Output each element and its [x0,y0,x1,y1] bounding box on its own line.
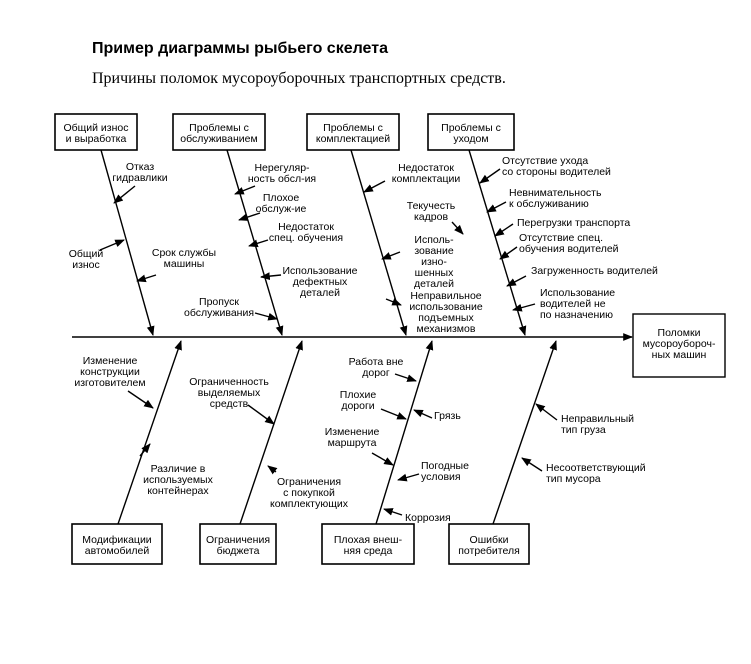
cause-arrow-19 [127,390,154,409]
cause-arrow-16 [499,246,518,260]
cause-arrow-26 [371,452,394,466]
cause-arrow-2 [99,239,125,251]
category-box-c8 [448,523,530,565]
cause-arrow-14 [486,201,507,213]
cause-label-15: Перегрузки транспорта [517,217,630,229]
cause-label-16: Отсутствие спец.обучения водителей [519,232,619,255]
cause-arrow-29 [535,403,558,421]
cause-arrow-4 [234,185,256,195]
category-box-c2 [172,113,266,151]
cause-label-4: Нерегуляр-ность обсл-ия [248,162,316,185]
cause-label-25: Грязь [434,410,461,422]
cause-arrow-13 [479,168,501,184]
category-box-c5 [71,523,163,565]
cause-arrow-25 [413,409,433,419]
category-box-c1 [54,113,138,151]
category-box-c6 [199,523,277,565]
effect-box [632,313,726,378]
cause-arrow-5 [238,212,261,221]
page-title: Пример диаграммы рыбьего скелета [92,40,388,57]
main-bone-c1 [100,149,155,336]
category-label-c7: Плохая внеш-няя среда [334,534,403,557]
cause-arrow-1 [113,185,136,204]
cause-arrow-17 [506,275,527,287]
cause-arrow-27 [397,473,420,482]
page-subtitle: Причины поломок мусороуборочных транспор… [92,70,506,87]
cause-arrow-30 [521,457,543,472]
category-box-c7 [321,523,415,565]
bones-layer [72,149,633,525]
cause-arrow-23 [394,373,417,382]
main-bone-c6 [239,340,303,525]
cause-arrow-12 [385,298,402,306]
main-bone-c8 [492,340,557,525]
category-box-c4 [427,113,515,151]
cause-arrow-3 [136,274,157,283]
cause-label-28: Коррозия [405,512,451,524]
cause-arrow-7 [260,272,282,281]
cause-arrow-8 [254,312,278,321]
cause-arrow-28 [383,508,403,516]
cause-arrow-21 [247,404,275,425]
category-box-c3 [306,113,400,151]
cause-arrow-9 [363,180,386,193]
cause-arrow-10 [451,221,464,235]
cause-arrow-6 [248,239,269,248]
cause-arrow-24 [380,408,407,420]
cause-arrow-15 [494,223,514,237]
cause-arrow-18 [512,303,536,312]
cause-arrow-11 [381,251,401,260]
main-bone-c7 [375,340,434,525]
main-bone-c5 [117,340,182,525]
cause-arrow-22 [267,465,278,475]
cause-arrow-20 [139,443,151,457]
cause-label-17: Загруженность водителей [531,265,658,277]
